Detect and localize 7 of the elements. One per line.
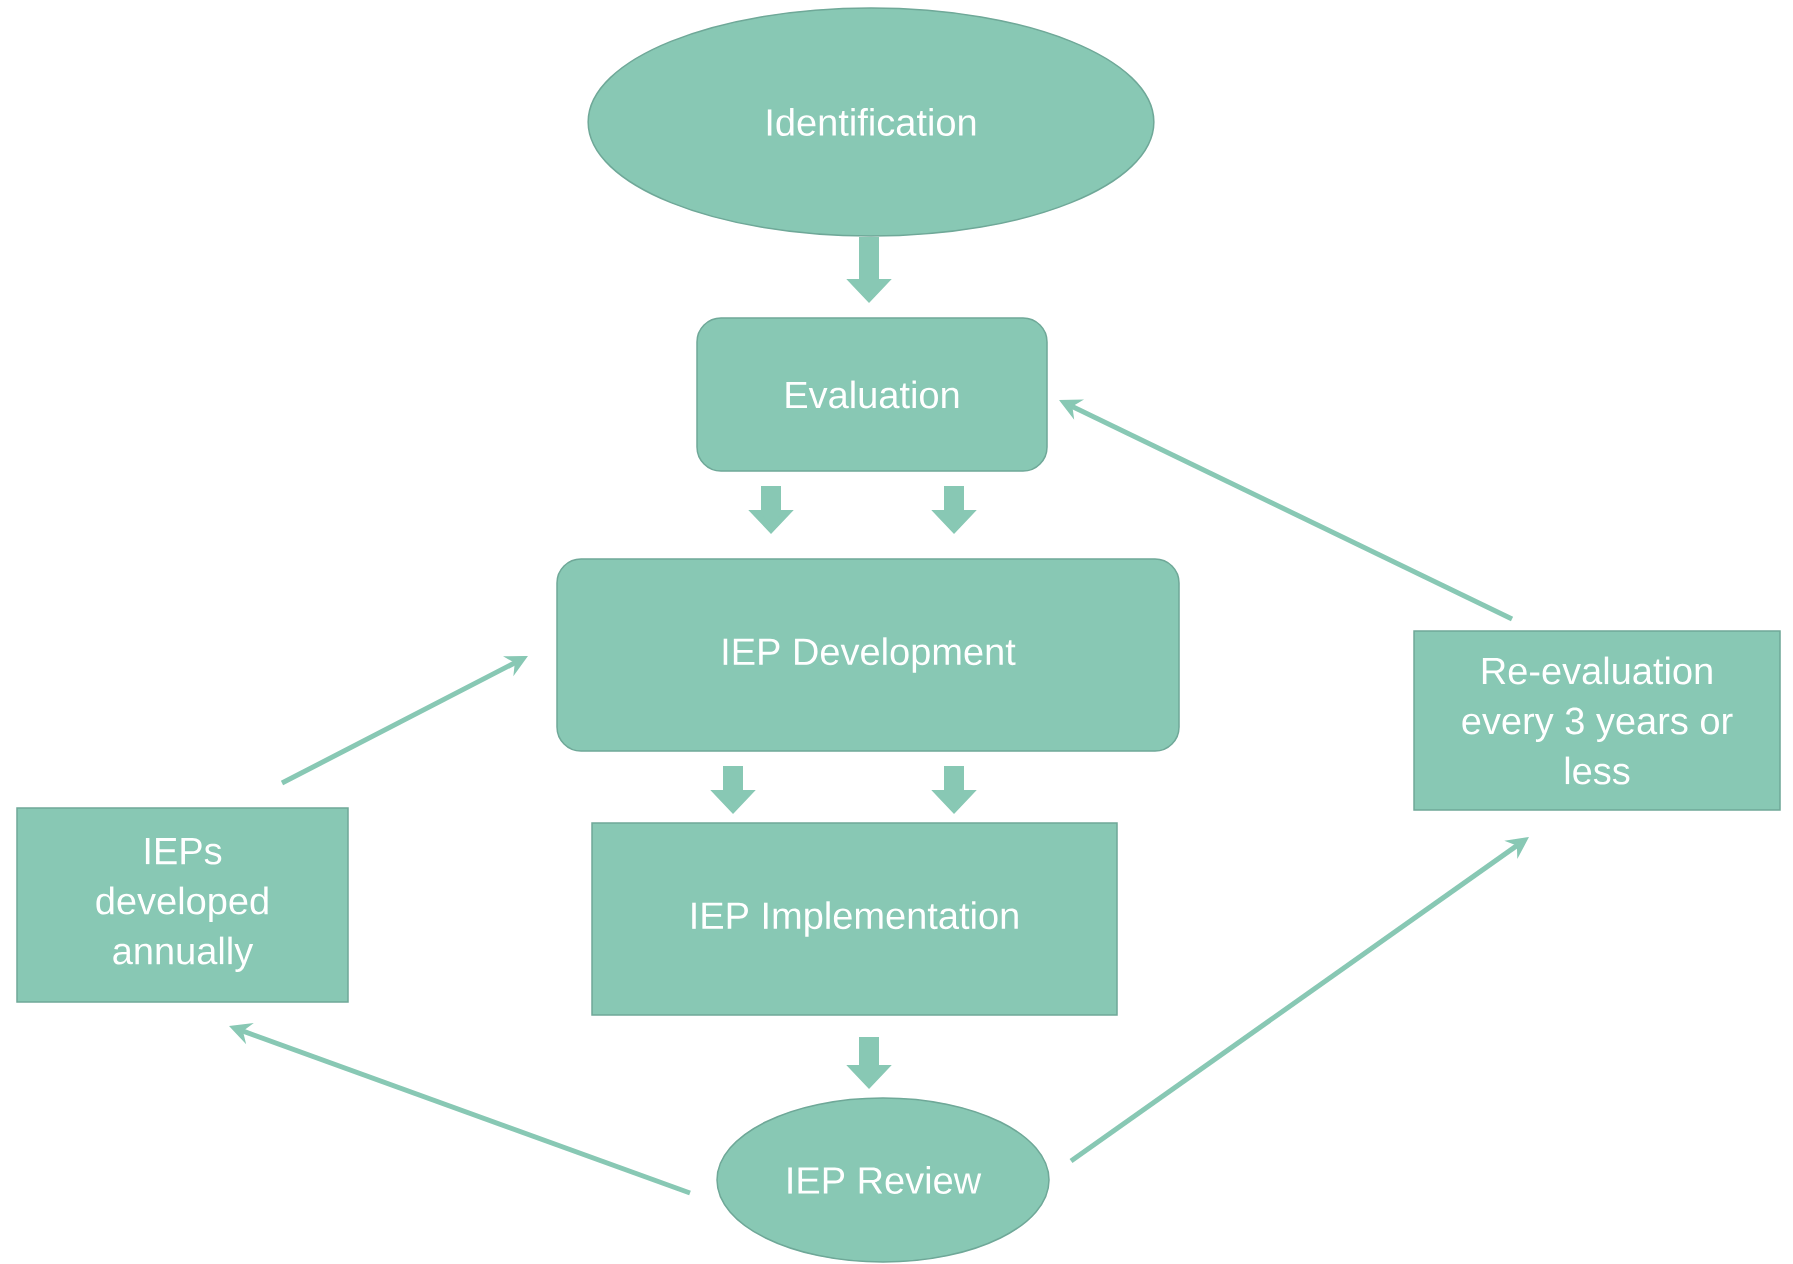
process-box: Re-evaluation every 3 years or less	[1413, 630, 1781, 811]
process-box: IEPs developed annually	[16, 807, 349, 1003]
process-box: IEP Development	[556, 558, 1180, 752]
ellipse-node: Identification	[587, 7, 1155, 237]
process-box: Evaluation	[696, 317, 1048, 472]
process-box: IEP Implementation	[591, 822, 1118, 1016]
ellipse-node: IEP Review	[716, 1097, 1050, 1263]
